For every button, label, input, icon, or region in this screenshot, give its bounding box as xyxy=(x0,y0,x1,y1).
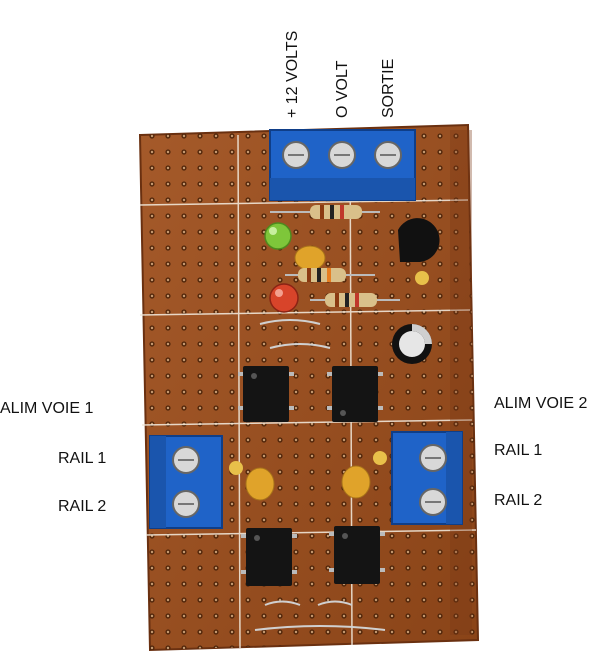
label-right-rail-1: RAIL 1 xyxy=(494,442,543,459)
green-led xyxy=(264,222,292,250)
transistor xyxy=(398,218,440,262)
optocoupler-4 xyxy=(329,526,385,584)
electrolytic-capacitor xyxy=(392,324,432,364)
small-capacitor xyxy=(415,271,429,285)
stripboard xyxy=(138,123,480,652)
red-led xyxy=(269,283,299,313)
capacitor-right xyxy=(341,451,387,499)
resistor-top xyxy=(270,205,380,219)
resistor-middle-1 xyxy=(285,268,375,282)
left-terminal-block xyxy=(149,435,223,529)
label-alim-voie-2: ALIM VOIE 2 xyxy=(494,395,588,412)
capacitor-left xyxy=(229,461,275,501)
label-left-rail-1: RAIL 1 xyxy=(58,450,107,467)
label-alim-voie-1: ALIM VOIE 1 xyxy=(0,400,94,417)
label-right-rail-2: RAIL 2 xyxy=(494,492,543,509)
optocoupler-1 xyxy=(238,366,294,422)
resistor-middle-2 xyxy=(310,293,400,307)
label-left-rail-2: RAIL 2 xyxy=(58,498,107,515)
optocoupler-3 xyxy=(241,528,297,586)
optocoupler-2 xyxy=(327,366,383,422)
capacitor-top xyxy=(294,245,326,271)
top-terminal-block xyxy=(269,129,416,201)
jumper-wires xyxy=(254,319,386,631)
right-terminal-block xyxy=(391,431,463,525)
